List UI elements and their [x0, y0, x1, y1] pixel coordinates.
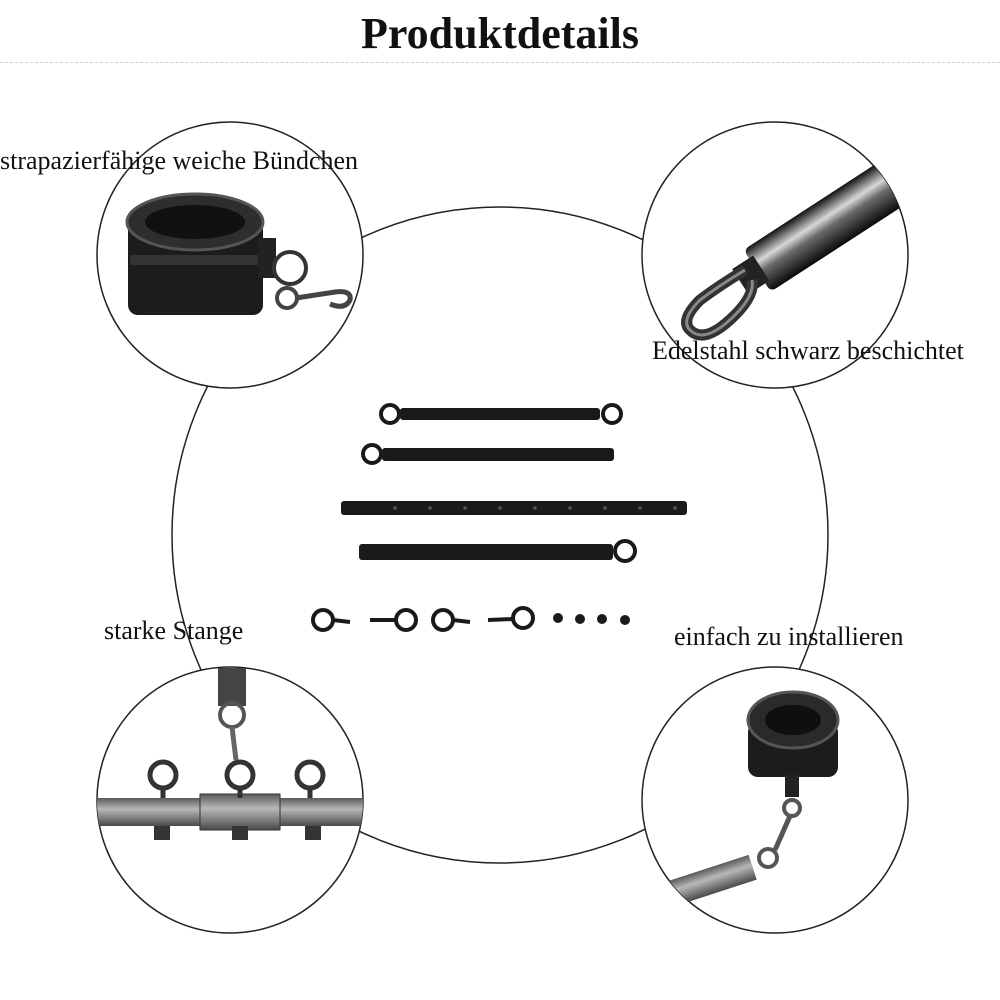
feature-label-steel: Edelstahl schwarz beschichtet — [652, 336, 964, 365]
central-circle — [171, 206, 829, 864]
steel-detail-circle — [641, 121, 909, 389]
feature-label-install: einfach zu installieren — [674, 622, 904, 651]
bar-with-left-eye — [361, 443, 614, 465]
bar-with-two-eyes — [379, 403, 623, 425]
install-detail-circle — [641, 666, 909, 934]
bar-detail-circle — [96, 666, 364, 934]
feature-label-bar: starke Stange — [104, 616, 244, 645]
feature-label-cuffs: strapazierfähige weiche Bündchen — [0, 146, 359, 175]
adjustable-bar — [341, 501, 687, 515]
bar-with-right-eye — [359, 539, 637, 563]
title-divider — [0, 62, 1000, 63]
page-title: Produktdetails — [361, 9, 639, 58]
cuff-detail-circle — [96, 121, 364, 389]
nuts — [553, 613, 630, 625]
eyebolts — [311, 606, 535, 632]
spreader-bar-parts — [311, 403, 687, 632]
